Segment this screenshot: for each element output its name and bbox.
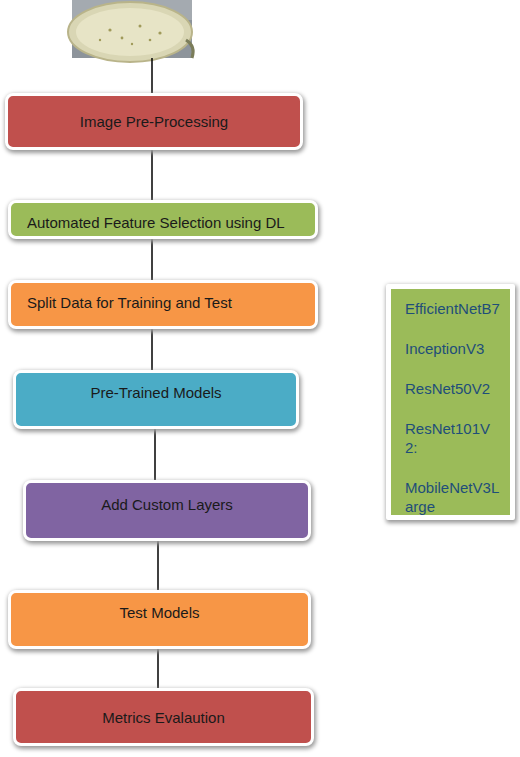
model-name: ResNet101V2: <box>405 419 502 457</box>
model-name: InceptionV3 <box>405 339 502 358</box>
process-box: Automated Feature Selection using DL <box>8 200 318 239</box>
process-box: Split Data for Training and Test <box>8 280 318 329</box>
process-box: Test Models <box>8 590 311 649</box>
process-box: Add Custom Layers <box>23 480 311 541</box>
step-label: Metrics Evalaution <box>26 708 301 727</box>
step-label: Image Pre-Processing <box>18 112 290 131</box>
step-label: Split Data for Training and Test <box>27 293 305 312</box>
process-box: Pre-Trained Models <box>13 370 299 429</box>
connector-line <box>151 239 153 280</box>
model-name: ResNet50V2 <box>405 379 502 398</box>
connector-line <box>154 429 156 480</box>
model-name: EfficientNetB7 <box>405 299 502 318</box>
model-list-box: EfficientNetB7InceptionV3ResNet50V2ResNe… <box>386 284 515 520</box>
step-label: Test Models <box>21 603 298 622</box>
connector-line <box>151 329 153 370</box>
connector-line <box>157 541 159 590</box>
connector-line <box>157 649 159 688</box>
process-box: Metrics Evalaution <box>13 688 314 746</box>
step-label: Add Custom Layers <box>36 495 298 514</box>
process-box: Image Pre-Processing <box>5 93 303 150</box>
connector-line <box>151 150 153 200</box>
step-label: Automated Feature Selection using DL <box>27 213 305 232</box>
model-name: MobileNetV3Large <box>405 478 502 516</box>
step-label: Pre-Trained Models <box>26 383 286 402</box>
petri-dish-image <box>68 0 193 93</box>
